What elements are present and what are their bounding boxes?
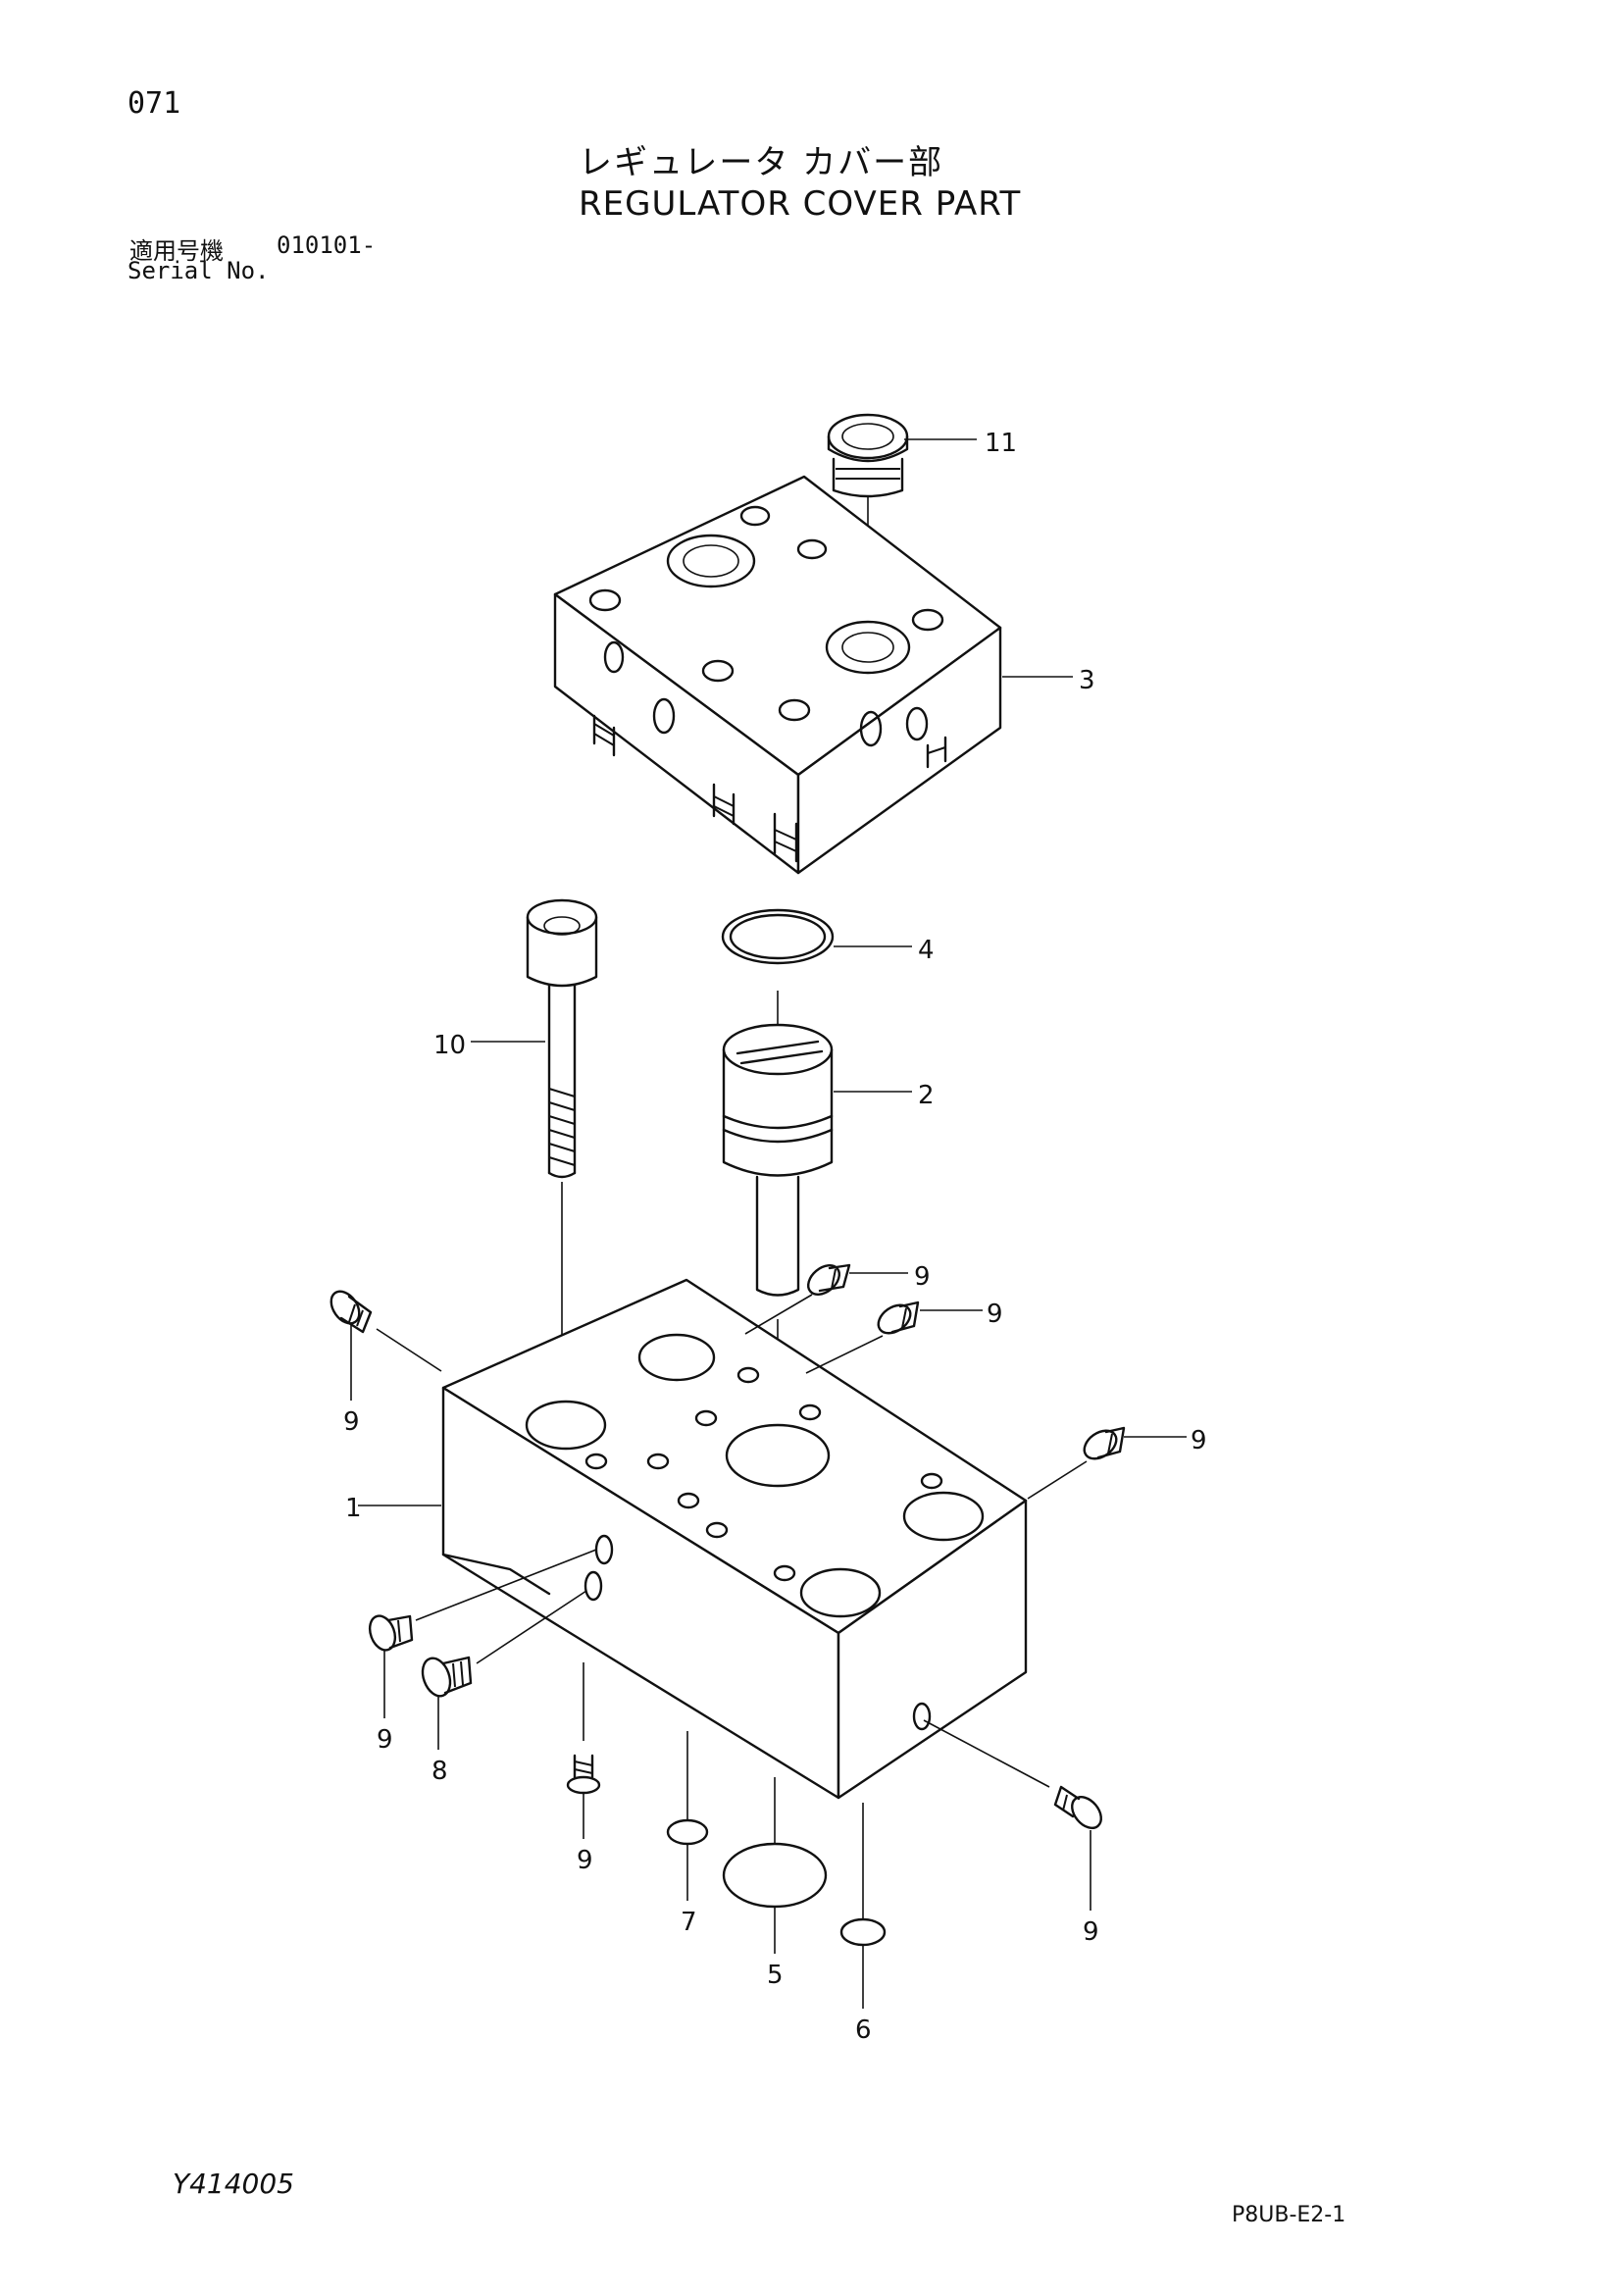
callout-7: 7 (681, 1908, 697, 1937)
part-3-cover-block (553, 475, 1002, 875)
callout-9: 9 (1083, 1917, 1099, 1947)
page-number: 071 (127, 86, 181, 121)
callout-6: 6 (855, 2015, 872, 2045)
callout-9: 9 (577, 1846, 593, 1875)
callout-9: 9 (343, 1407, 360, 1437)
part-2-piston (722, 1023, 834, 1447)
serial-range: 010101- (277, 231, 377, 259)
serial-label-japanese: 適用号機 (129, 237, 224, 265)
callout-4: 4 (918, 936, 935, 965)
callout-11: 11 (985, 429, 1017, 458)
page-title-english: REGULATOR COVER PART (579, 184, 1022, 224)
illustration-code: Y414005 (173, 2168, 294, 2200)
callout-9: 9 (914, 1262, 931, 1292)
sheet-code: P8UB-E2-1 (1232, 2203, 1346, 2227)
part-1-body-block (441, 1278, 1028, 1800)
part-9-screw-top-center (744, 1263, 851, 1335)
callout-9: 9 (1191, 1426, 1207, 1455)
serial-label-english: Serial No. (127, 257, 270, 284)
callout-8: 8 (431, 1757, 448, 1786)
part-6-small-o-ring (839, 1803, 887, 1947)
part-11-plug (827, 413, 909, 647)
page-title-japanese: レギュレータ カバー部 (579, 143, 944, 182)
callout-9: 9 (987, 1300, 1003, 1329)
part-9-screw-bottom (566, 1662, 601, 1795)
part-4-o-ring (721, 908, 835, 1025)
part-9-screw-top-right (805, 1301, 920, 1374)
callout-9: 9 (377, 1725, 393, 1755)
part-8-screw (421, 1590, 587, 1698)
part-9-screw-left-top (330, 1290, 442, 1372)
part-5-large-o-ring (722, 1777, 828, 1909)
part-9-screw-right (1027, 1426, 1126, 1500)
callout-5: 5 (767, 1961, 784, 1990)
leader-lines (350, 438, 1187, 2009)
part-9-screw-right-bottom (923, 1719, 1102, 1829)
callout-1: 1 (345, 1494, 362, 1523)
callout-2: 2 (918, 1081, 935, 1110)
part-9-screw-left-bottom (368, 1549, 597, 1652)
callout-10: 10 (433, 1031, 466, 1060)
callout-3: 3 (1079, 666, 1095, 695)
part-7-small-o-ring (666, 1731, 709, 1846)
